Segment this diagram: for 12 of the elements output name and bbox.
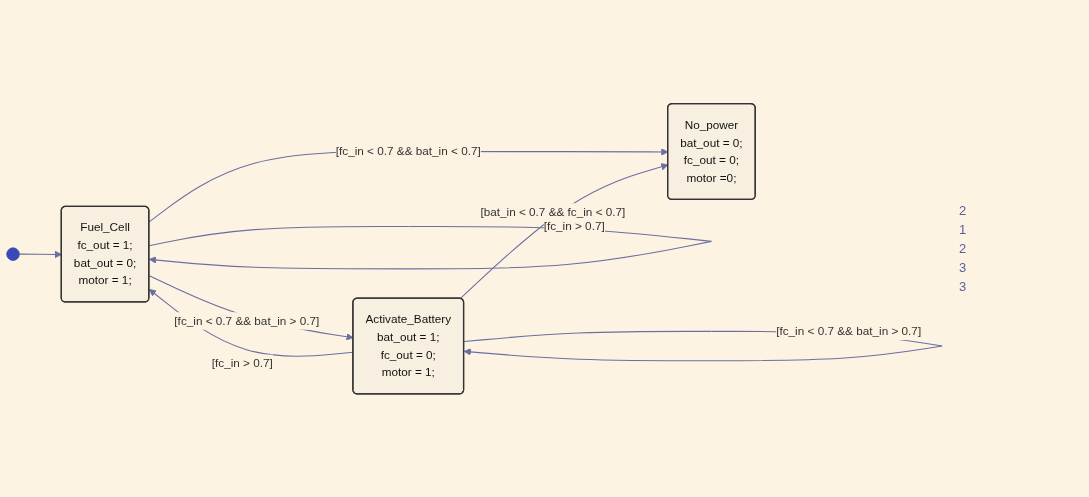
edge-label: [fc_in < 0.7 && bat_in < 0.7] [335,144,481,158]
priority-number: 2 [959,203,968,218]
priority-number: 3 [959,260,968,275]
edge-label: [fc_in < 0.7 && bat_in > 0.7] [776,323,922,338]
priority-number: 2 [959,241,968,256]
edge-label: [fc_in > 0.7] [543,219,605,233]
edge-label: [fc_in < 0.7 && bat_in > 0.7] [174,313,320,327]
priority-number: 3 [959,279,968,294]
edge-label: [fc_in > 0.7] [211,355,273,370]
edge-label: [bat_in < 0.7 && fc_in < 0.7] [480,204,626,218]
node-circle [6,247,20,261]
priority-number: 1 [959,222,968,237]
